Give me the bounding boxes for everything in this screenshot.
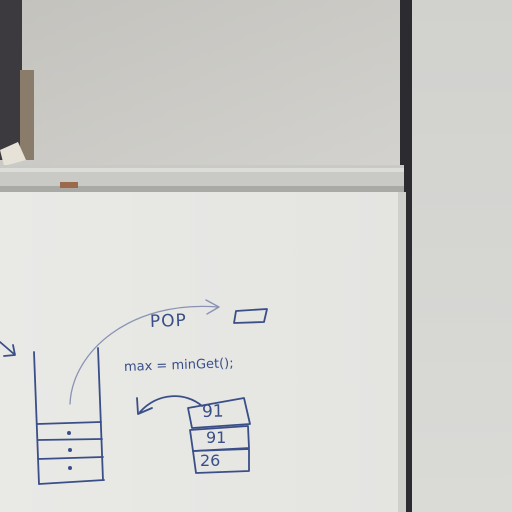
whiteboard-right-edge [398,192,406,512]
left-paper-scrap [0,142,26,166]
stack-value-3: 26 [200,451,221,470]
stack-line-1 [36,421,102,425]
value-arrow-head [136,397,153,415]
pop-box [233,308,268,324]
stack-right-wall [97,347,104,481]
stack-line-3 [37,456,104,460]
stack-left-wall [33,351,40,485]
code-label: max = minGet(); [123,356,234,375]
dark-left-edge [0,0,22,160]
pop-label: POP [149,310,188,332]
stack-line-2 [37,438,103,441]
value-arrow [139,395,203,413]
left-arrow-mark [0,341,16,357]
stack-value-1: 91 [201,401,224,422]
value-box-3 [192,448,250,474]
value-box-1 [187,397,251,429]
stack-bottom [38,479,105,485]
stack-dot-2 [68,448,72,452]
left-object [20,70,34,160]
board-tray-shadow [0,186,404,192]
value-box-2 [189,425,250,452]
wall [0,0,402,172]
stack-dot-3 [68,466,72,470]
right-panel [412,0,512,512]
pop-arrow-curve [69,305,219,405]
stack-dot-1 [67,431,71,435]
tray-marker-clip [60,182,78,188]
stack-value-2: 91 [206,428,227,447]
pop-arrow-head [205,299,220,315]
tray-highlight [0,168,404,172]
